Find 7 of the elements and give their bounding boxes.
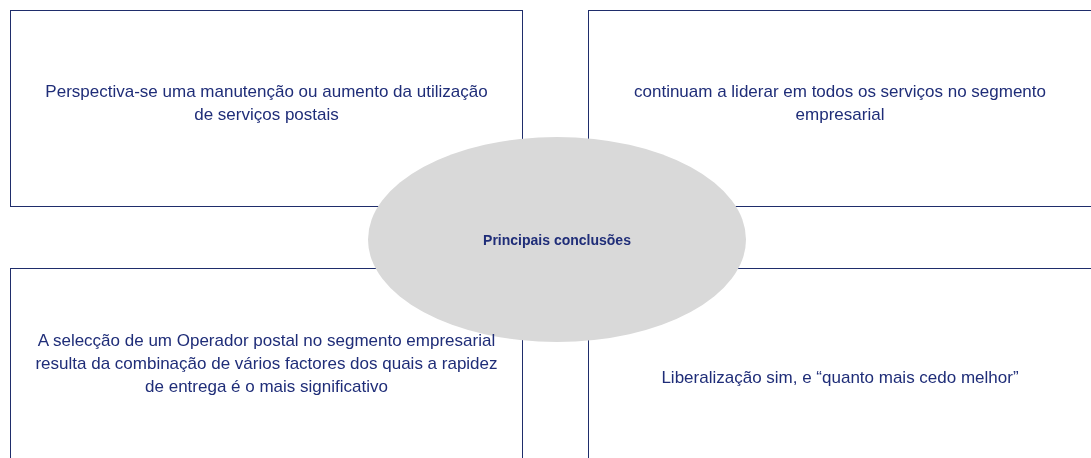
conclusion-text: continuam a liderar em todos os serviços no segmento empresarial [633,80,1047,126]
text-box [588,268,1091,458]
conclusion-text: A selecção de um Operador postal no segmento empresarial resulta da combinação de vários factores dos quais a rapidez de entrega é o mais significativo [34,330,499,398]
topic-title: Principais conclusões [483,231,631,248]
conclusion-text: Liberalização sim, e “quanto mais cedo melhor” [661,367,1019,389]
conclusion-text: Perspectiva-se uma manutenção ou aumento da utilização de serviços postais [44,80,489,126]
text-box [10,268,523,458]
